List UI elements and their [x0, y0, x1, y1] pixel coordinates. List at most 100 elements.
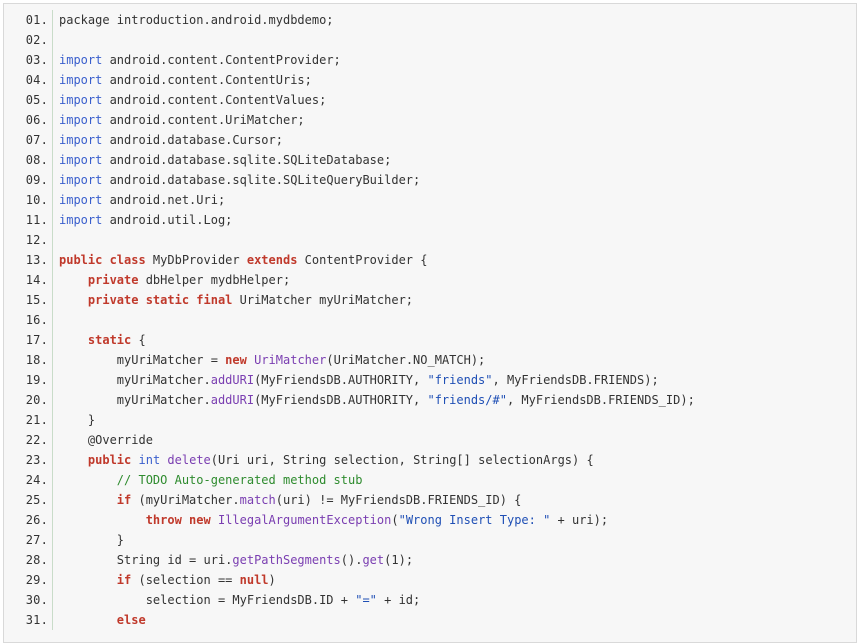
code-token: getPathSegments: [232, 553, 341, 567]
line-number: 22.: [25, 433, 48, 447]
code-line: 01. package introduction.android.mydbdemo…: [4, 10, 856, 30]
gutter-separator: [52, 70, 53, 90]
gutter-separator: [52, 90, 53, 110]
code-token: android.database.sqlite.SQLiteDatabase;: [102, 153, 392, 167]
line-number: 29.: [25, 573, 48, 587]
line-number: 01.: [25, 13, 48, 27]
line-number: 02.: [25, 33, 48, 47]
code-token: // TODO Auto-generated method stub: [116, 473, 363, 487]
line-number: 25.: [25, 493, 48, 507]
gutter-separator: [52, 210, 53, 230]
code-line: 28. String id = uri.getPathSegments().ge…: [4, 550, 856, 570]
line-number: 04.: [25, 73, 48, 87]
code-line: 19. myUriMatcher.addURI(MyFriendsDB.AUTH…: [4, 370, 856, 390]
gutter-separator: [52, 190, 53, 210]
line-number: 17.: [25, 333, 48, 347]
code-token: import: [59, 113, 103, 127]
code-token: import: [59, 73, 103, 87]
code-line: 12.: [4, 230, 856, 250]
code-token: [59, 273, 88, 287]
code-token: + uri);: [550, 513, 609, 527]
gutter-separator: [52, 170, 53, 190]
code-token: (uri) != MyFriendsDB.FRIENDS_ID) {: [275, 493, 522, 507]
gutter-separator: [52, 430, 53, 450]
line-number: 03.: [25, 53, 48, 67]
gutter-separator: [52, 310, 53, 330]
code-token: import: [59, 193, 103, 207]
code-token: throw new: [145, 513, 211, 527]
code-text: import android.content.ContentValues;: [53, 90, 856, 110]
gutter-separator: [52, 410, 53, 430]
code-token: addURI: [210, 373, 255, 387]
code-line: 07. import android.database.Cursor;: [4, 130, 856, 150]
line-number: 30.: [25, 593, 48, 607]
line-number: 31.: [25, 613, 48, 627]
code-token: import: [59, 213, 103, 227]
code-token: UriMatcher: [254, 353, 327, 367]
code-text: myUriMatcher.addURI(MyFriendsDB.AUTHORIT…: [53, 370, 856, 390]
line-number: 24.: [25, 473, 48, 487]
gutter-separator: [52, 450, 53, 470]
gutter-separator: [52, 50, 53, 70]
gutter-separator: [52, 370, 53, 390]
code-text: import android.database.Cursor;: [53, 130, 856, 150]
code-text: }: [53, 410, 856, 430]
code-text: public int delete(Uri uri, String select…: [53, 450, 856, 470]
code-text: selection = MyFriendsDB.ID + "=" + id;: [53, 590, 856, 610]
line-number: 20.: [25, 393, 48, 407]
line-number: 10.: [25, 193, 48, 207]
code-token: (1);: [384, 553, 414, 567]
gutter-separator: [52, 390, 53, 410]
code-token: import: [59, 173, 103, 187]
code-line: 04. import android.content.ContentUris;: [4, 70, 856, 90]
code-token: android.content.ContentValues;: [102, 93, 327, 107]
code-line: 11.import android.util.Log;: [4, 210, 856, 230]
code-line: 15. private static final UriMatcher myUr…: [4, 290, 856, 310]
code-token: myUriMatcher.: [59, 373, 211, 387]
code-token: [59, 493, 117, 507]
code-token: private: [87, 273, 139, 287]
code-token: ContentProvider {: [297, 253, 428, 267]
code-token: android.content.ContentUris;: [102, 73, 312, 87]
code-token: "Wrong Insert Type: ": [398, 513, 551, 527]
line-number: 16.: [25, 313, 48, 327]
gutter-separator: [52, 590, 53, 610]
line-number: 14.: [25, 273, 48, 287]
code-text: package introduction.android.mydbdemo;: [53, 10, 856, 30]
line-number: 07.: [25, 133, 48, 147]
code-token: selection = MyFriendsDB.ID +: [59, 593, 356, 607]
gutter-separator: [52, 510, 53, 530]
code-line: 13.public class MyDbProvider extends Con…: [4, 250, 856, 270]
code-token: "=": [355, 593, 377, 607]
code-text: import android.net.Uri;: [53, 190, 856, 210]
code-line: 20. myUriMatcher.addURI(MyFriendsDB.AUTH…: [4, 390, 856, 410]
code-token: [59, 473, 117, 487]
code-text: if (selection == null): [53, 570, 856, 590]
code-token: import: [59, 93, 103, 107]
code-token: @Override: [59, 433, 153, 447]
code-token: (Uri uri, String selection, String[] sel…: [210, 453, 594, 467]
code-line: 06.import android.content.UriMatcher;: [4, 110, 856, 130]
code-token: import: [59, 153, 103, 167]
gutter-separator: [52, 530, 53, 550]
code-token: [59, 573, 117, 587]
code-token: , MyFriendsDB.FRIENDS);: [492, 373, 659, 387]
line-number: 27.: [25, 533, 48, 547]
code-text: @Override: [53, 430, 856, 450]
code-line: 29. if (selection == null): [4, 570, 856, 590]
code-token: , MyFriendsDB.FRIENDS_ID);: [506, 393, 695, 407]
code-line: 22. @Override: [4, 430, 856, 450]
code-token: android.util.Log;: [102, 213, 233, 227]
code-line: 31. else: [4, 610, 856, 630]
line-number: 12.: [25, 233, 48, 247]
code-token: [211, 513, 218, 527]
code-text: import android.content.UriMatcher;: [53, 110, 856, 130]
code-line: 05.import android.content.ContentValues;: [4, 90, 856, 110]
code-token: if: [116, 493, 132, 507]
code-text: String id = uri.getPathSegments().get(1)…: [53, 550, 856, 570]
code-token: extends: [246, 253, 298, 267]
code-token: ().: [340, 553, 363, 567]
code-token: [59, 333, 88, 347]
line-number: 13.: [25, 253, 48, 267]
code-token: (UriMatcher.NO_MATCH);: [326, 353, 486, 367]
